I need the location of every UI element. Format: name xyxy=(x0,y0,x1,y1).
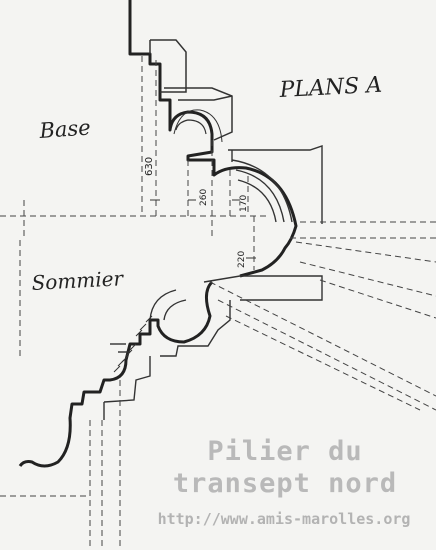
watermark-title-line2: transept nord xyxy=(172,468,398,499)
base-block xyxy=(149,39,233,143)
dimension-label-630: 630 xyxy=(144,157,155,176)
plan-title: PLANS A xyxy=(278,73,383,103)
hatching xyxy=(113,315,153,373)
dimension-markers xyxy=(150,199,256,259)
watermark-title-line1: Pilier du xyxy=(207,436,363,467)
dimension-label-220: 220 xyxy=(237,251,247,268)
dimension-label-170: 170 xyxy=(239,195,249,212)
watermark-url: http://www.amis-marolles.org xyxy=(157,510,411,528)
pier-lower-outline xyxy=(18,280,214,468)
dimension-label-260: 260 xyxy=(199,189,209,206)
sommier-block xyxy=(103,275,323,420)
pier-upper-outline xyxy=(128,0,298,278)
construction-lines xyxy=(0,56,436,550)
base-label: Base xyxy=(38,115,92,143)
central-arc-block xyxy=(228,145,323,224)
sommier-label: Sommier xyxy=(31,266,125,295)
